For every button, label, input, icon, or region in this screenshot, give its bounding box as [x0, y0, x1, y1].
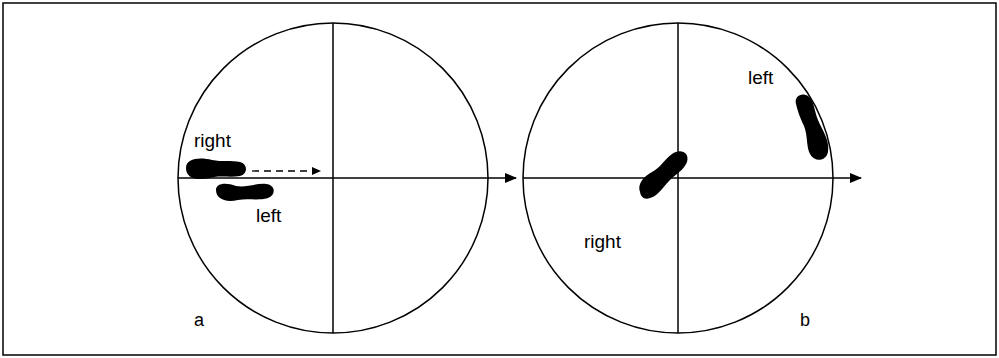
foot-label: left — [748, 68, 773, 87]
panel-a — [178, 23, 516, 333]
foot-label: left — [256, 206, 281, 225]
panel-b — [523, 23, 861, 333]
foot-label: right — [584, 232, 621, 251]
panel-letter: a — [194, 311, 204, 329]
panel-letter: b — [800, 311, 810, 329]
foot-label: right — [194, 131, 231, 150]
frame — [3, 3, 996, 355]
